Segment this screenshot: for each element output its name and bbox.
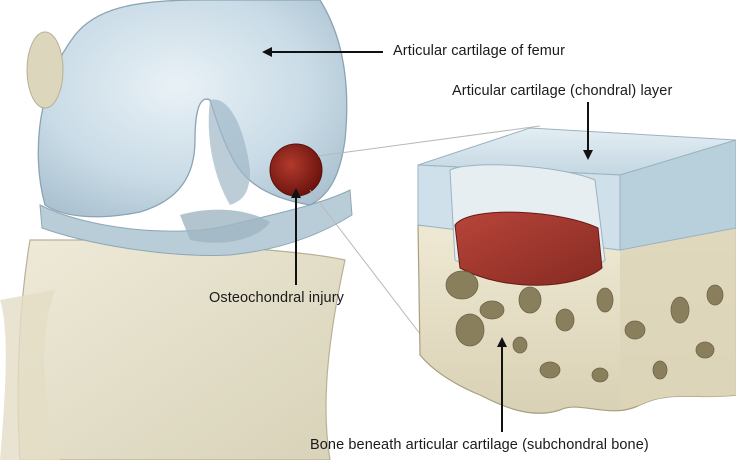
label-chondral-layer: Articular cartilage (chondral) layer [452,83,672,99]
label-femur-cartilage: Articular cartilage of femur [393,43,565,59]
label-subchondral-bone: Bone beneath articular cartilage (subcho… [310,437,649,453]
label-osteochondral-injury: Osteochondral injury [209,290,344,306]
cross-section [418,128,736,413]
tibia-bone [0,240,345,460]
